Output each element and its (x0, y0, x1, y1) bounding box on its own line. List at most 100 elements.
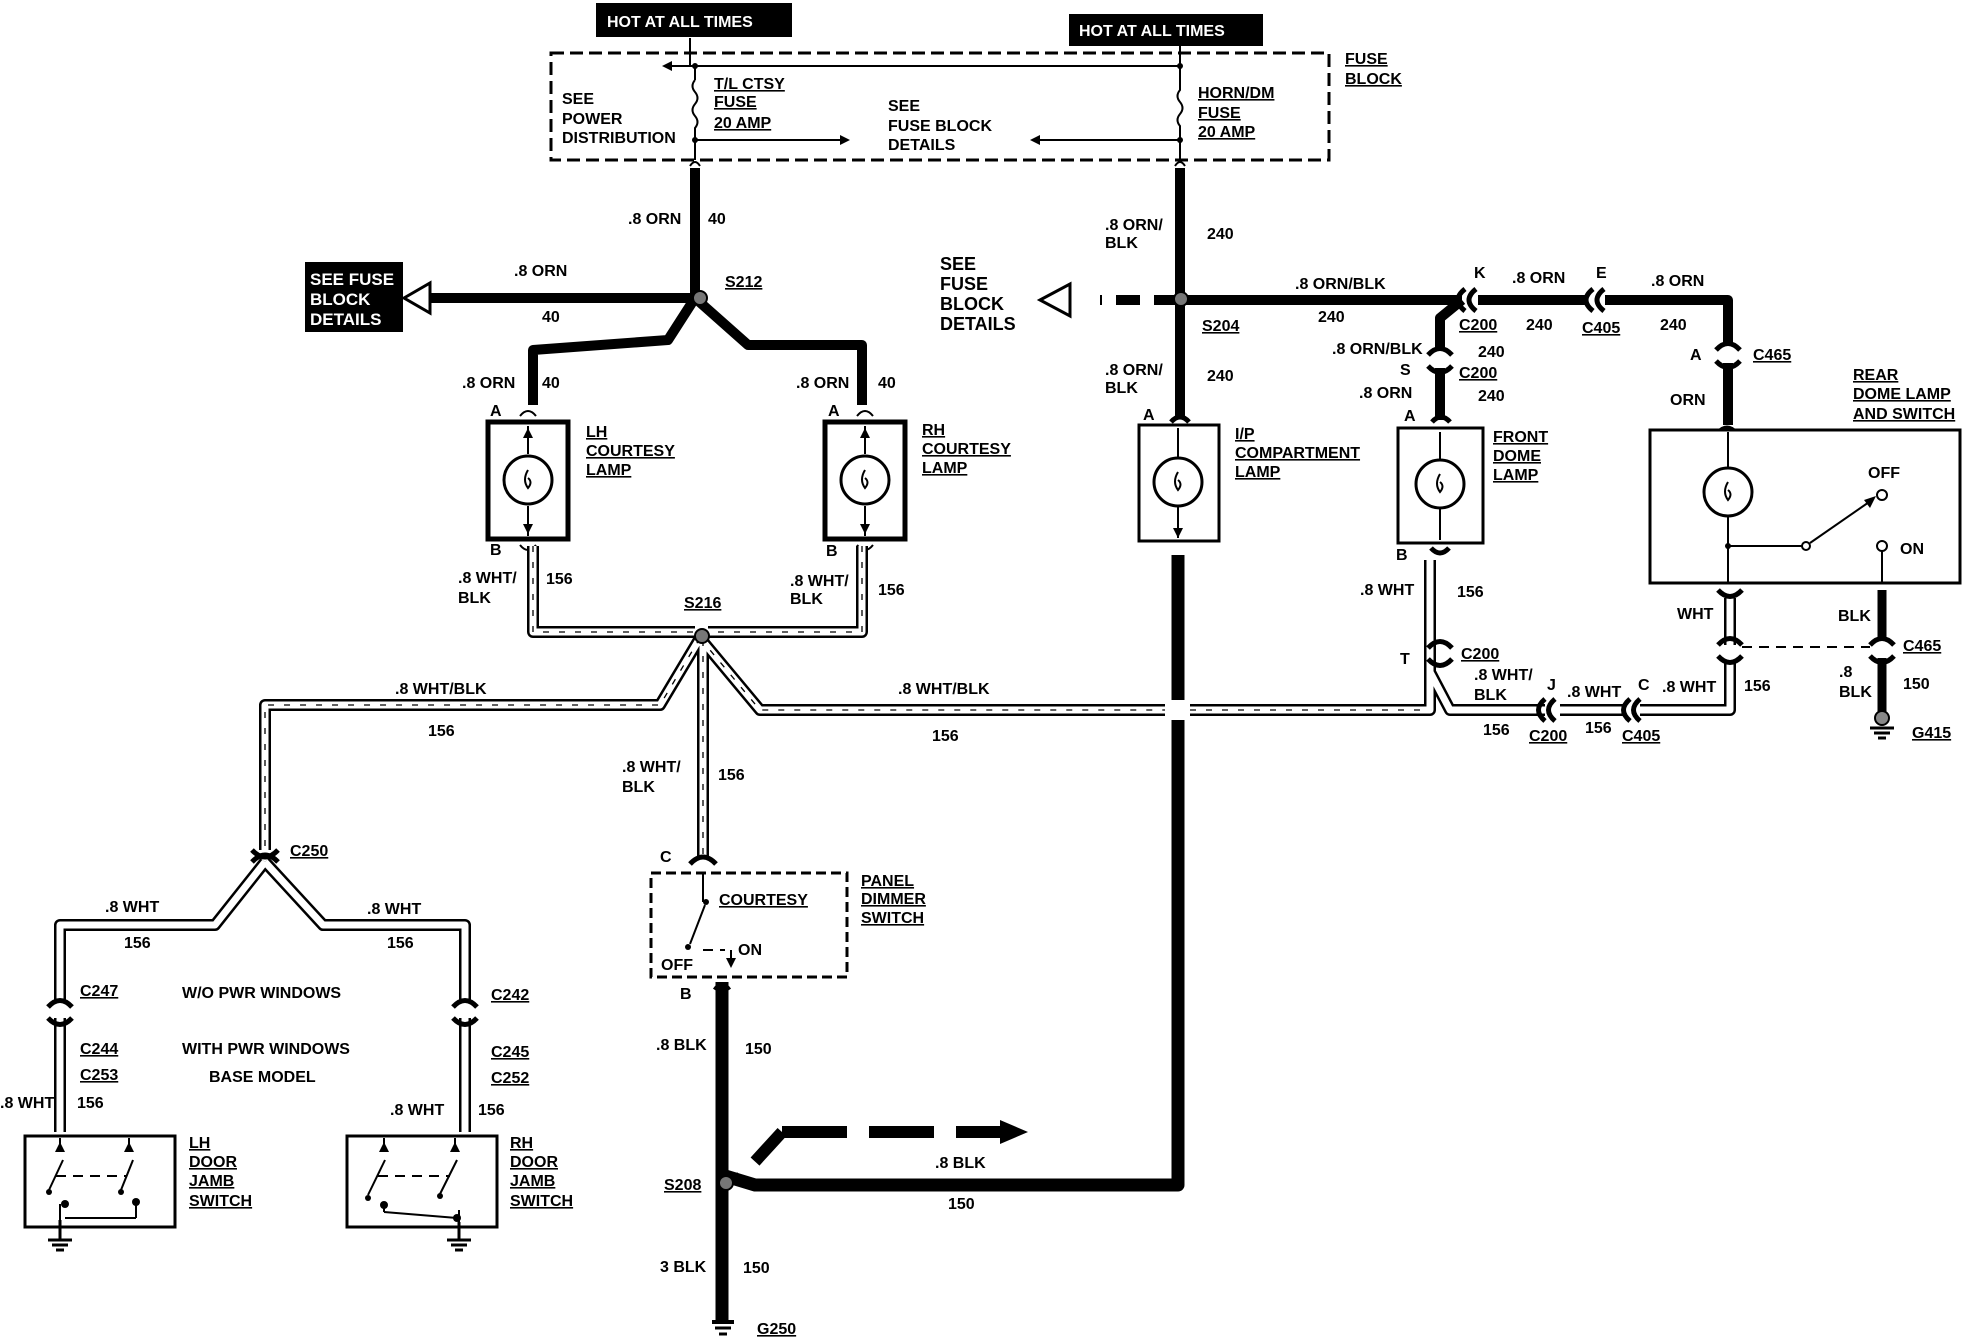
svg-text:W/O PWR WINDOWS: W/O PWR WINDOWS (182, 985, 341, 1002)
svg-text:240: 240 (1526, 317, 1553, 334)
svg-text:C465: C465 (1903, 638, 1941, 655)
svg-text:3 BLK: 3 BLK (660, 1259, 707, 1276)
svg-text:T/L CTSY: T/L CTSY (714, 76, 785, 93)
svg-text:SWITCH: SWITCH (510, 1193, 573, 1210)
svg-text:RH: RH (922, 422, 945, 439)
circuit-156-white-black (54, 546, 1736, 1132)
svg-text:ON: ON (1900, 541, 1924, 558)
door-wiring-labels: C250 .8 WHT 156 .8 WHT 156 C247 C242 W/O… (0, 843, 529, 1119)
svg-text:.8 BLK: .8 BLK (935, 1155, 986, 1172)
svg-text:156: 156 (932, 728, 959, 745)
svg-text:.8 ORN: .8 ORN (514, 263, 567, 280)
svg-text:C: C (660, 849, 672, 866)
svg-text:REAR: REAR (1853, 367, 1899, 384)
svg-text:G250: G250 (757, 1321, 796, 1338)
svg-text:COURTESY: COURTESY (719, 892, 808, 909)
svg-text:240: 240 (1660, 317, 1687, 334)
svg-text:DOME LAMP: DOME LAMP (1853, 386, 1951, 403)
svg-text:LAMP: LAMP (586, 462, 632, 479)
svg-text:WHT: WHT (1677, 606, 1714, 623)
svg-text:B: B (490, 542, 502, 559)
circuit-40-labels: .8 ORN 40 .8 ORN 40 S212 .8 ORN 40 .8 OR… (462, 211, 896, 392)
svg-text:20 AMP: 20 AMP (1198, 124, 1256, 141)
svg-text:LAMP: LAMP (1235, 464, 1281, 481)
svg-text:156: 156 (428, 723, 455, 740)
svg-text:156: 156 (1744, 678, 1771, 695)
svg-text:S212: S212 (725, 274, 762, 291)
svg-text:T: T (1400, 651, 1410, 668)
fuse-block-text: SEE POWER DISTRIBUTION T/L CTSY FUSE 20 … (562, 76, 1274, 154)
svg-text:.8 WHT: .8 WHT (1662, 679, 1716, 696)
svg-text:DETAILS: DETAILS (940, 314, 1016, 334)
svg-text:150: 150 (743, 1260, 770, 1277)
svg-text:SWITCH: SWITCH (861, 910, 924, 927)
svg-text:PANEL: PANEL (861, 873, 914, 890)
rh-courtesy-lamp (822, 410, 908, 551)
rh-door-jamb-switch (345, 1134, 499, 1252)
svg-text:SEE FUSE: SEE FUSE (310, 270, 394, 289)
svg-text:BLK: BLK (1474, 687, 1507, 704)
svg-text:SEE: SEE (888, 98, 920, 115)
svg-text:.8 ORN: .8 ORN (796, 375, 849, 392)
svg-text:BLK: BLK (1839, 684, 1872, 701)
rear-dome-ground-circuit (1716, 588, 1896, 740)
svg-text:C252: C252 (491, 1070, 529, 1087)
svg-text:C200: C200 (1461, 646, 1499, 663)
svg-text:FRONT: FRONT (1493, 429, 1548, 446)
svg-text:40: 40 (878, 375, 896, 392)
svg-text:FUSE BLOCK: FUSE BLOCK (888, 118, 992, 135)
black-dashed-arrow (735, 1120, 1028, 1183)
svg-text:C405: C405 (1582, 320, 1620, 337)
svg-text:DISTRIBUTION: DISTRIBUTION (562, 130, 676, 147)
svg-text:.8 ORN/: .8 ORN/ (1105, 362, 1163, 379)
svg-text:156: 156 (387, 935, 414, 952)
svg-text:BLK: BLK (790, 591, 823, 608)
fuse-block-outline (549, 51, 1331, 162)
splice-s212 (692, 290, 708, 306)
svg-text:.8 WHT/: .8 WHT/ (1474, 667, 1533, 684)
svg-text:C405: C405 (1622, 728, 1660, 745)
svg-text:.8 ORN/: .8 ORN/ (1105, 217, 1163, 234)
c200-c405-connectors (1165, 639, 1642, 723)
svg-text:SEE: SEE (562, 91, 594, 108)
hot-at-all-times-text-1: HOT AT ALL TIMES (607, 14, 753, 31)
svg-text:.8 WHT: .8 WHT (1567, 684, 1621, 701)
front-dome-lamp-labels: FRONT DOME LAMP B .8 WHT 156 (1360, 429, 1548, 601)
svg-text:156: 156 (478, 1102, 505, 1119)
svg-text:C: C (1638, 677, 1650, 694)
circuit-40-orange (425, 161, 867, 405)
svg-text:OFF: OFF (661, 957, 693, 974)
svg-text:156: 156 (878, 582, 905, 599)
svg-text:C244: C244 (80, 1041, 118, 1058)
svg-text:B: B (1396, 547, 1408, 564)
svg-text:BASE MODEL: BASE MODEL (209, 1069, 316, 1086)
svg-text:DETAILS: DETAILS (888, 137, 956, 154)
svg-text:240: 240 (1207, 226, 1234, 243)
svg-text:20 AMP: 20 AMP (714, 115, 772, 132)
svg-text:OFF: OFF (1868, 465, 1900, 482)
svg-text:E: E (1596, 265, 1607, 282)
splice-s208 (718, 1175, 734, 1191)
svg-text:C250: C250 (290, 843, 328, 860)
tl-ctsy-fuse-symbol (691, 79, 699, 160)
svg-text:156: 156 (546, 571, 573, 588)
svg-text:BLOCK: BLOCK (940, 294, 1004, 314)
door-jamb-switch-labels: LH DOOR JAMB SWITCH RH DOOR JAMB SWITCH (189, 1135, 573, 1210)
svg-text:BLOCK: BLOCK (310, 290, 371, 309)
svg-text:BLK: BLK (1105, 235, 1138, 252)
svg-text:S216: S216 (684, 595, 721, 612)
courtesy-lamp-labels: A A LH COURTESY LAMP RH COURTESY LAMP B … (490, 403, 1011, 560)
svg-text:C200: C200 (1529, 728, 1567, 745)
svg-text:DOOR: DOOR (510, 1154, 558, 1171)
svg-text:.8 WHT/BLK: .8 WHT/BLK (898, 681, 990, 698)
svg-text:WITH PWR WINDOWS: WITH PWR WINDOWS (182, 1041, 350, 1058)
svg-text:BLOCK: BLOCK (1345, 71, 1402, 88)
circuit-240-labels: .8 ORN/ BLK 240 SEE FUSE BLOCK DETAILS S… (940, 217, 1791, 425)
svg-text:C253: C253 (80, 1067, 118, 1084)
svg-text:S204: S204 (1202, 318, 1239, 335)
svg-text:156: 156 (1457, 584, 1484, 601)
svg-text:.8 WHT/: .8 WHT/ (458, 570, 517, 587)
svg-text:240: 240 (1478, 344, 1505, 361)
svg-text:ON: ON (738, 942, 762, 959)
svg-text:.8 WHT: .8 WHT (0, 1095, 54, 1112)
